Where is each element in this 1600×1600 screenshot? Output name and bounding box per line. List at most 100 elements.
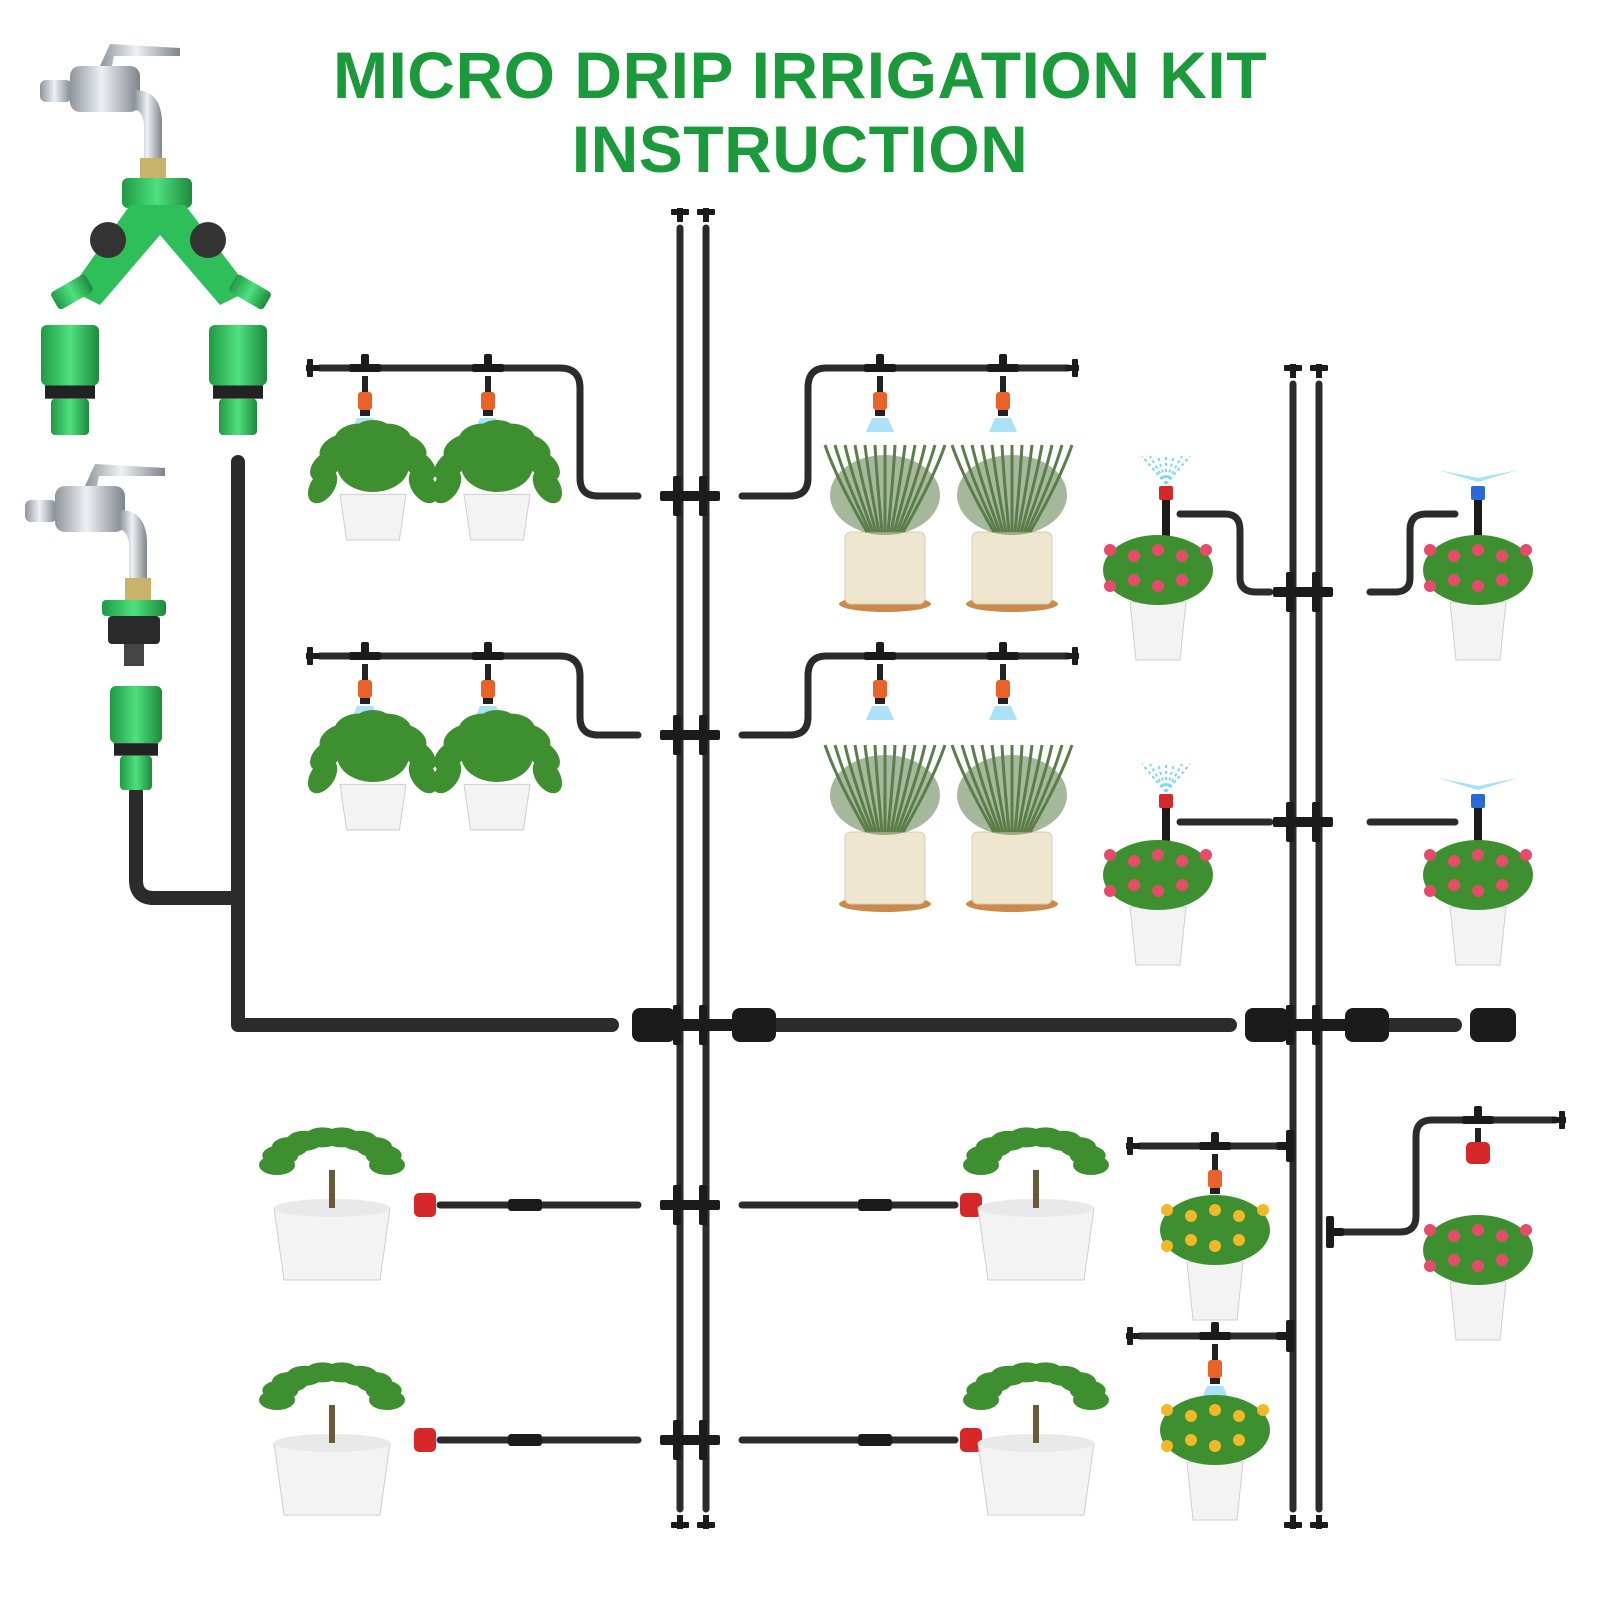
page-title: MICRO DRIP IRRIGATION KIT INSTRUCTION [240,38,1360,186]
potted-plant-icon [1423,535,1533,661]
connector-sleeve [110,686,162,744]
cross-v1 [673,715,681,755]
sprinkler-icon [1438,470,1518,554]
dripper-icon [989,376,1017,432]
tube [1326,1116,1559,1236]
flower [1176,855,1188,867]
adapter-thread [124,644,144,666]
sprinkler-head [1471,486,1485,500]
flower [1152,849,1164,861]
adapter-black-nut [108,616,160,644]
tee-connector-icon [1276,1130,1294,1162]
flower [1176,550,1188,562]
tee-connector-icon [987,354,1019,372]
hose-connector-icon [110,686,162,790]
inline-connector [508,1199,542,1211]
tee-connector-icon [987,642,1019,660]
dripper-tip [483,698,493,704]
hose-connector-icon [41,325,99,435]
water-jet [1141,455,1167,485]
flower [1161,1240,1173,1252]
flower [1128,855,1140,867]
flower [1520,849,1532,861]
faucet-body [55,486,125,532]
foliage [957,755,1067,835]
sprinkler-stake [1474,802,1482,862]
flower [1128,550,1140,562]
flower [1496,855,1508,867]
connector-nozzle [120,755,152,790]
potted-plant-icon [950,444,1074,612]
dripper-stem [362,376,368,392]
cross-v1 [673,1005,681,1045]
cross-h [1273,817,1333,827]
plug-stem [1552,1117,1566,1123]
potted-plant-icon [1160,1195,1270,1321]
dripper-stem [877,376,883,392]
cross-h [1273,1020,1333,1030]
water-jet [1149,763,1167,793]
dripper-tip [1210,1378,1220,1384]
potted-plant-icon [1160,1395,1270,1521]
flower [1257,1404,1269,1416]
y-splitter-icon [51,178,271,310]
dripper-icon [1466,1128,1490,1164]
flower [1233,1210,1245,1222]
tube [738,652,1072,739]
tee-stem [876,642,884,660]
cross-h [660,1200,720,1210]
flower [1185,1434,1197,1446]
dripper-icon [414,1428,436,1452]
splitter-arms [70,205,250,305]
sprinkler-head [1159,794,1173,808]
tube [738,364,1072,500]
end-plug-icon [306,647,320,665]
flower [1472,1260,1484,1272]
cross-v1 [673,1185,681,1225]
dripper-tip [998,410,1008,416]
flower [1185,1210,1197,1222]
cross-h [660,1020,720,1030]
connector-sleeve [41,325,99,386]
cross-h [660,1435,720,1445]
tee-stem [361,642,369,660]
flower [1448,574,1460,586]
leaf [408,758,439,794]
flower [1424,544,1436,556]
faucet-spout [120,510,147,580]
end-plug-icon [306,359,320,377]
dripper-tip [875,410,885,416]
sprinkler-icon [1141,763,1191,862]
red-dripper-right [960,1193,982,1217]
dripper-head [873,680,887,698]
flower [1496,879,1508,891]
flower [1424,1224,1436,1236]
tee-connector-icon [349,642,381,660]
dripper-stem [362,664,368,680]
tee-connector-icon [660,715,720,755]
pot [273,1207,391,1281]
flower [1496,1230,1508,1242]
splitter-valve-left [90,222,126,258]
plug-stem [306,653,320,659]
potted-plant-icon [307,710,439,831]
dripper-icon [1201,1344,1229,1400]
water-jet [1157,455,1167,485]
foliage [461,729,533,782]
flower [1448,550,1460,562]
flower [1128,879,1140,891]
dripper-head [481,392,495,410]
cross-v2 [1312,572,1320,612]
foliage [830,755,940,835]
foliage [957,455,1067,535]
potted-plant-icon [259,1362,405,1516]
end-plug-icon [1065,647,1079,665]
plug-stem [1065,365,1079,371]
tee-connector-icon [472,642,504,660]
tee-stem [876,354,884,372]
water-jet [1165,455,1183,485]
end-plug-icon [1310,364,1328,378]
leaf [532,758,563,794]
mist-spray [866,706,894,720]
